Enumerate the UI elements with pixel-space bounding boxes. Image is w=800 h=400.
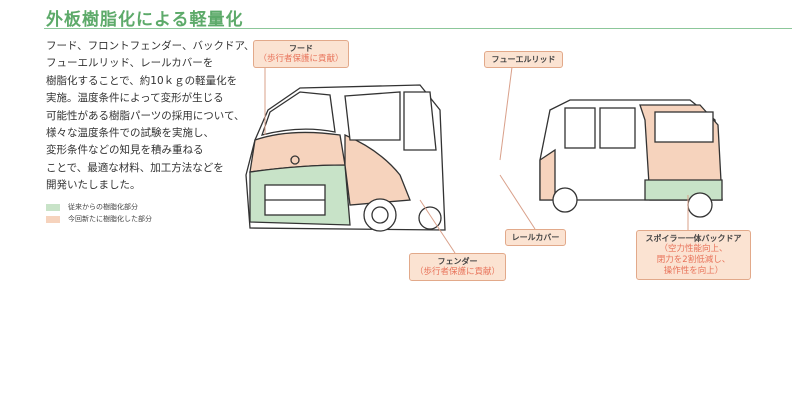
legend-label: 今回新たに樹脂化した部分 <box>68 215 152 223</box>
rear-car <box>539 99 723 218</box>
callout-subtitle: （歩行者保護に貢献） <box>414 267 500 277</box>
legend-swatch-green <box>46 203 60 211</box>
callout-back-door: スポイラー一体バックドア （空力性能向上、 閉力を2割低減し、 操作性を向上） <box>636 230 751 280</box>
callout-fender: フェンダー （歩行者保護に貢献） <box>409 253 506 281</box>
front-car <box>245 84 446 232</box>
callout-rail-cover: レールカバー <box>505 229 566 246</box>
description-line: フューエルリッド、レールカバーを <box>46 57 214 70</box>
description-line: フード、フロントフェンダー、バックドア、 <box>46 40 255 52</box>
legend-swatch-orange <box>46 215 60 223</box>
callout-hood: フード （歩行者保護に貢献） <box>253 40 349 68</box>
title-divider <box>44 28 792 29</box>
legend-existing: 従来からの樹脂化部分 <box>46 202 138 212</box>
description-line: 開発いたしました。 <box>46 179 141 192</box>
callout-title: フード <box>289 44 313 53</box>
callout-title: スポイラー一体バックドア <box>645 234 742 243</box>
description: フード、フロントフェンダー、バックドア、 フューエルリッド、レールカバーを 樹脂… <box>46 38 254 195</box>
legend-label: 従来からの樹脂化部分 <box>68 203 138 211</box>
callout-subtitle: 操作性を向上） <box>663 266 724 276</box>
description-line: 可能性がある樹脂パーツの採用について、 <box>46 109 245 122</box>
callout-subtitle: 閉力を2割低減し、 <box>656 255 731 265</box>
description-line: 変形条件などの知見を積み重ねる <box>46 144 204 157</box>
callout-fuel-lid: フューエルリッド <box>484 51 563 68</box>
description-line: 実施。温度条件によって変形が生じる <box>46 92 224 105</box>
description-line: 樹脂化することで、約10ｋｇの軽量化を <box>46 74 238 87</box>
callout-subtitle: （空力性能向上、 <box>659 244 728 254</box>
description-line: 様々な温度条件での試験を実施し、 <box>46 127 214 140</box>
callout-title: フェンダー <box>437 257 478 266</box>
legend-new: 今回新たに樹脂化した部分 <box>46 214 152 224</box>
callout-leaders <box>264 66 689 254</box>
page-title: 外板樹脂化による軽量化 <box>46 10 244 30</box>
description-line: ことで、最適な材料、加工方法などを <box>46 161 224 174</box>
callout-subtitle: （歩行者保護に貢献） <box>258 54 344 64</box>
